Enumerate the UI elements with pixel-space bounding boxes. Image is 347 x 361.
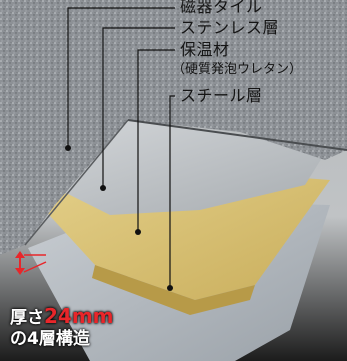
thickness-marker — [15, 251, 47, 275]
label-tile: 磁器タイル — [180, 0, 263, 16]
tile-joint — [127, 119, 347, 151]
leader-lines — [67, 7, 175, 288]
leader-dots — [65, 145, 173, 291]
label-insulation-note: （硬質発泡ウレタン） — [172, 62, 303, 77]
caption-thickness: 24mm — [44, 304, 114, 328]
label-insulation: 保温材 — [180, 40, 230, 59]
tile-edge — [24, 119, 129, 246]
caption-suffix: の4層構造 — [10, 329, 90, 349]
label-stainless: ステンレス層 — [180, 18, 280, 37]
insulation-edge — [92, 265, 255, 315]
thickness-caption: 厚さ24mm の4層構造 — [10, 306, 114, 350]
caption-prefix: 厚さ — [10, 308, 44, 328]
label-steel: スチール層 — [180, 86, 263, 105]
tile-layer — [0, 0, 347, 255]
